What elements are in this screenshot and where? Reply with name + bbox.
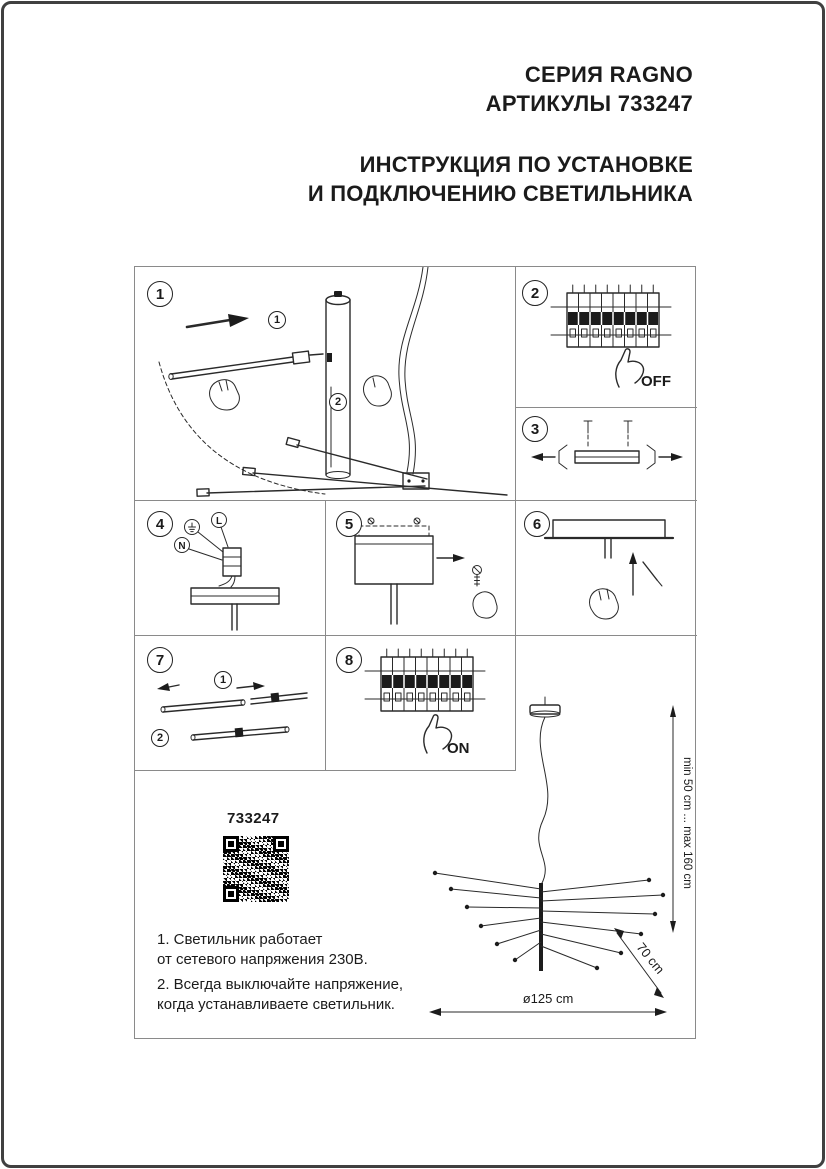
qr-finder-icon [223, 886, 239, 902]
step-7-panel: 7 1 2 [135, 635, 325, 770]
panel-divider [325, 500, 326, 770]
panel-divider [515, 407, 697, 408]
article-number: 733247 [227, 810, 280, 827]
panel-divider [135, 500, 697, 501]
power-on-label: ON [447, 740, 470, 757]
step-7-number: 7 [147, 647, 173, 673]
step-8-number: 8 [336, 647, 362, 673]
steps-diagram: 1 1 2 [134, 266, 697, 1040]
product-info-area: 733247 1. Светильник работает от сетевог… [135, 770, 515, 1040]
step-3-number: 3 [522, 416, 548, 442]
step-1-number: 1 [147, 281, 173, 307]
step-4-panel: 4 L N [135, 500, 325, 635]
step-5-panel: 5 [325, 500, 515, 635]
panel-divider [135, 770, 516, 771]
step-2-illustration-breakers-off [550, 284, 672, 388]
safety-notes: 1. Светильник работает от сетевого напря… [157, 930, 403, 1020]
power-off-label: OFF [641, 373, 671, 390]
note-1-line-1: 1. Светильник работает [157, 931, 323, 948]
step-2-panel: 2 OFF [515, 267, 697, 407]
chandelier-illustration: min 50 cm ... max 160 cm 70 cm ø125 cm [429, 696, 693, 1016]
earth-symbol-icon [188, 522, 196, 533]
terminal-n-label: N [178, 541, 185, 552]
product-header: СЕРИЯ RAGNO АРТИКУЛЫ 733247 [486, 60, 693, 118]
chandelier-dimension-drawing: min 50 cm ... max 160 cm 70 cm ø125 cm [425, 635, 697, 1038]
instruction-title: ИНСТРУКЦИЯ ПО УСТАНОВКЕ И ПОДКЛЮЧЕНИЮ СВ… [308, 150, 693, 208]
step-4-number: 4 [147, 511, 173, 537]
step-8-panel: 8 ON [325, 635, 515, 770]
instruction-title-line1: ИНСТРУКЦИЯ ПО УСТАНОВКЕ [359, 152, 693, 177]
note-2-line-2: когда устанавливаете светильник. [157, 995, 395, 1013]
note-1-line-2: от сетевого напряжения 230В. [157, 950, 368, 968]
step-3-panel: 3 [515, 407, 697, 500]
step-6-panel: 6 [515, 500, 697, 635]
step-6-illustration-ceiling-mount [543, 519, 675, 620]
step-7-illustration-rod-joining [157, 682, 308, 741]
step-1-panel: 1 1 2 [135, 267, 515, 500]
note-2-line-1: 2. Всегда выключайте напряжение, [157, 976, 404, 993]
terminal-l-label: L [216, 516, 222, 527]
step-7-callout-1: 1 [214, 671, 232, 689]
step-7-callout-2: 2 [151, 729, 169, 747]
step-1-callout-2: 2 [329, 393, 347, 411]
step-8-illustration-breakers-on [364, 648, 486, 754]
depth-dimension-label: 70 cm [634, 940, 668, 977]
height-range-dimension-label: min 50 cm ... max 160 cm [681, 757, 693, 889]
step-4-illustration-wiring: L N [174, 512, 280, 631]
panel-divider [515, 267, 516, 770]
qr-finder-icon [223, 836, 239, 852]
step-2-number: 2 [522, 280, 548, 306]
series-title: СЕРИЯ RAGNO [524, 62, 693, 87]
step-3-illustration-bracket [531, 420, 683, 470]
diameter-dimension-label: ø125 cm [523, 991, 574, 1006]
step-6-number: 6 [524, 511, 550, 537]
step-1-illustration-rod-insertion [158, 267, 508, 497]
step-5-number: 5 [336, 511, 362, 537]
step-1-callout-1: 1 [268, 311, 286, 329]
article-title: АРТИКУЛЫ 733247 [485, 91, 693, 116]
instruction-title-line2: И ПОДКЛЮЧЕНИЮ СВЕТИЛЬНИКА [307, 181, 693, 206]
panel-divider [135, 635, 697, 636]
qr-finder-icon [273, 836, 289, 852]
qr-code [223, 836, 289, 902]
